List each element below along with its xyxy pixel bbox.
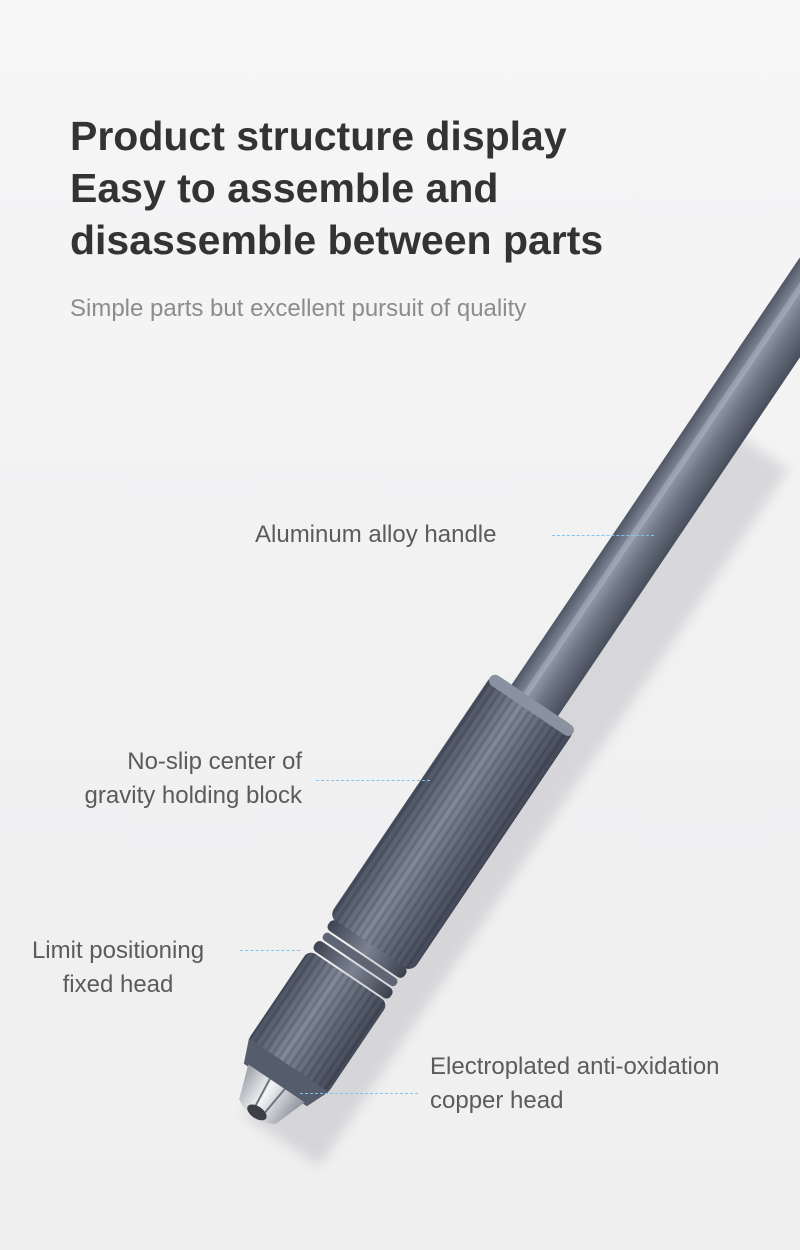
fixed-head	[243, 952, 386, 1107]
title-line-3: disassemble between parts	[70, 217, 604, 263]
callout-holding-block-leader	[316, 780, 430, 781]
callout-fixed-head-label: Limit positioning fixed head	[8, 934, 228, 1002]
callout-copper-head-line-2: copper head	[430, 1087, 564, 1114]
aluminum-handle	[441, 257, 800, 820]
page-subtitle: Simple parts but excellent pursuit of qu…	[70, 295, 527, 322]
title-line-2: Easy to assemble and	[70, 165, 499, 211]
callout-handle-label: Aluminum alloy handle	[255, 518, 496, 552]
page-title: Product structure display Easy to assemb…	[70, 110, 770, 266]
callout-handle-leader	[552, 535, 654, 536]
callout-copper-head-line-1: Electroplated anti-oxidation	[430, 1053, 720, 1080]
callout-holding-block-line-2: gravity holding block	[84, 782, 302, 809]
copper-head-tip	[239, 1064, 305, 1124]
holding-block	[332, 674, 574, 969]
callout-holding-block-label: No-slip center of gravity holding block	[46, 745, 302, 813]
separator-rings	[313, 920, 407, 999]
callout-fixed-head-line-1: Limit positioning	[31, 937, 205, 964]
callout-holding-block-line-1: No-slip center of	[127, 748, 302, 775]
callout-copper-head-label: Electroplated anti-oxidation copper head	[430, 1050, 790, 1118]
callout-handle-line-1: Aluminum alloy handle	[255, 521, 497, 548]
callout-fixed-head-leader	[240, 950, 300, 951]
callout-fixed-head-line-2: fixed head	[62, 971, 174, 998]
title-line-1: Product structure display	[70, 113, 567, 159]
callout-copper-head-leader	[300, 1093, 418, 1094]
